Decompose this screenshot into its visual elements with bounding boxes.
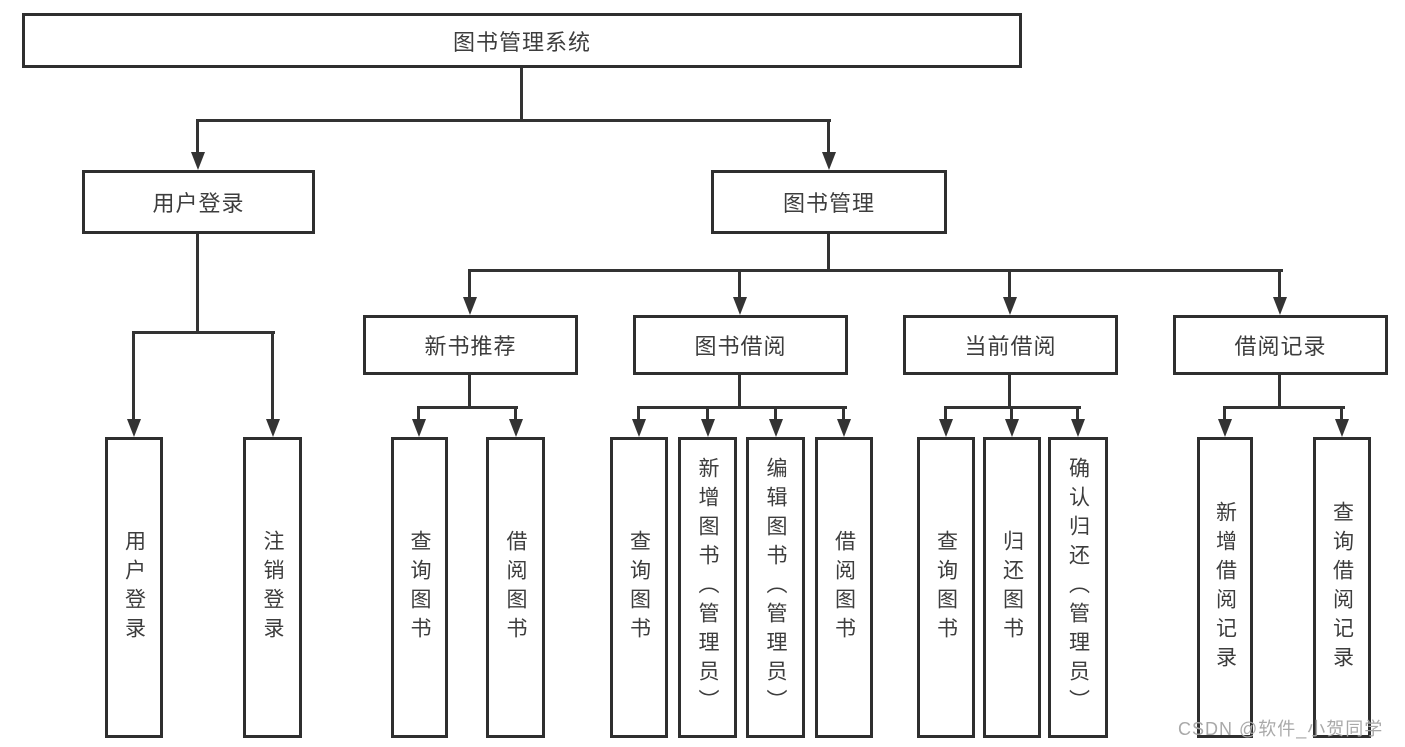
connector-line — [271, 331, 274, 421]
connector-line — [827, 234, 830, 272]
leaf-return-books: 归还图书 — [983, 437, 1041, 738]
node-user-login: 用户登录 — [82, 170, 315, 234]
node-root-label: 图书管理系统 — [452, 29, 591, 55]
connector-line — [196, 119, 199, 154]
connector-line — [1340, 406, 1343, 421]
connector-line — [1223, 406, 1226, 421]
leaf-add-borrow-record-label: 新增借阅记录 — [1213, 500, 1237, 675]
leaf-borrow-query-books: 查询图书 — [610, 437, 668, 738]
connector-line — [637, 406, 847, 409]
leaf-add-borrow-record: 新增借阅记录 — [1197, 437, 1253, 738]
connector-line — [1278, 375, 1281, 409]
leaf-edit-books-admin-label: 编辑图书（管理员） — [764, 457, 787, 718]
node-new-book-recommend: 新书推荐 — [363, 315, 578, 375]
node-user-login-label: 用户登录 — [152, 191, 245, 216]
connector-line — [417, 406, 420, 421]
arrowhead-down-icon — [266, 419, 280, 437]
connector-line — [774, 406, 777, 421]
connector-line — [132, 331, 275, 334]
leaf-current-query-books: 查询图书 — [917, 437, 975, 738]
connector-line — [468, 269, 1283, 272]
connector-line — [1223, 406, 1345, 409]
leaf-add-books-admin: 新增图书（管理员） — [678, 437, 737, 738]
node-book-borrow-label: 图书借阅 — [694, 334, 787, 359]
node-current-borrow-label: 当前借阅 — [964, 334, 1057, 359]
leaf-logout-label: 注销登录 — [261, 529, 284, 646]
connector-line — [196, 119, 831, 122]
arrowhead-down-icon — [1335, 419, 1349, 437]
connector-line — [196, 234, 199, 334]
csdn-watermark: CSDN @软件_小贺同学 — [1178, 719, 1384, 739]
connector-line — [1008, 375, 1011, 409]
connector-line — [1076, 406, 1079, 421]
leaf-user-login-label: 用户登录 — [122, 529, 146, 646]
leaf-rec-query-books-label: 查询图书 — [408, 529, 431, 646]
connector-line — [1010, 406, 1013, 421]
arrowhead-down-icon — [509, 419, 523, 437]
node-new-book-recommend-label: 新书推荐 — [424, 334, 517, 359]
connector-line — [706, 406, 709, 421]
connector-line — [468, 375, 471, 409]
node-book-borrow: 图书借阅 — [633, 315, 848, 375]
node-borrow-records-label: 借阅记录 — [1234, 334, 1327, 359]
arrowhead-down-icon — [733, 297, 747, 315]
arrowhead-down-icon — [939, 419, 953, 437]
connector-line — [944, 406, 947, 421]
leaf-add-books-admin-label: 新增图书（管理员） — [696, 457, 719, 718]
arrowhead-down-icon — [769, 419, 783, 437]
leaf-edit-books-admin: 编辑图书（管理员） — [746, 437, 805, 738]
connector-line — [827, 119, 830, 154]
arrowhead-down-icon — [701, 419, 715, 437]
arrowhead-down-icon — [837, 419, 851, 437]
node-book-management-label: 图书管理 — [782, 191, 875, 216]
leaf-current-query-books-label: 查询图书 — [934, 529, 958, 646]
node-root: 图书管理系统 — [22, 13, 1022, 68]
leaf-confirm-return-admin-label: 确认归还（管理员） — [1066, 457, 1090, 718]
leaf-rec-borrow-books-label: 借阅图书 — [504, 529, 527, 646]
leaf-user-login: 用户登录 — [105, 437, 163, 738]
leaf-return-books-label: 归还图书 — [1000, 529, 1024, 646]
arrowhead-down-icon — [1005, 419, 1019, 437]
arrowhead-down-icon — [1218, 419, 1232, 437]
leaf-query-borrow-record: 查询借阅记录 — [1313, 437, 1371, 738]
connector-line — [1008, 269, 1011, 299]
node-current-borrow: 当前借阅 — [903, 315, 1118, 375]
connector-line — [417, 406, 518, 409]
connector-line — [132, 331, 135, 421]
leaf-borrow-query-books-label: 查询图书 — [627, 529, 651, 646]
connector-line — [1278, 269, 1281, 299]
arrowhead-down-icon — [1003, 297, 1017, 315]
leaf-query-borrow-record-label: 查询借阅记录 — [1330, 500, 1354, 675]
connector-line — [520, 68, 523, 122]
arrowhead-down-icon — [1071, 419, 1085, 437]
arrowhead-down-icon — [127, 419, 141, 437]
arrowhead-down-icon — [463, 297, 477, 315]
connector-line — [738, 269, 741, 299]
leaf-confirm-return-admin: 确认归还（管理员） — [1048, 437, 1108, 738]
arrowhead-down-icon — [412, 419, 426, 437]
connector-line — [468, 269, 471, 299]
arrowhead-down-icon — [191, 152, 205, 170]
leaf-rec-borrow-books: 借阅图书 — [486, 437, 545, 738]
leaf-rec-query-books: 查询图书 — [391, 437, 448, 738]
arrowhead-down-icon — [632, 419, 646, 437]
connector-line — [637, 406, 640, 421]
arrowhead-down-icon — [822, 152, 836, 170]
leaf-borrow-books: 借阅图书 — [815, 437, 873, 738]
connector-line — [514, 406, 517, 421]
connector-line — [842, 406, 845, 421]
leaf-borrow-books-label: 借阅图书 — [832, 529, 856, 646]
arrowhead-down-icon — [1273, 297, 1287, 315]
node-borrow-records: 借阅记录 — [1173, 315, 1388, 375]
connector-line — [738, 375, 741, 409]
leaf-logout: 注销登录 — [243, 437, 302, 738]
node-book-management: 图书管理 — [711, 170, 947, 234]
